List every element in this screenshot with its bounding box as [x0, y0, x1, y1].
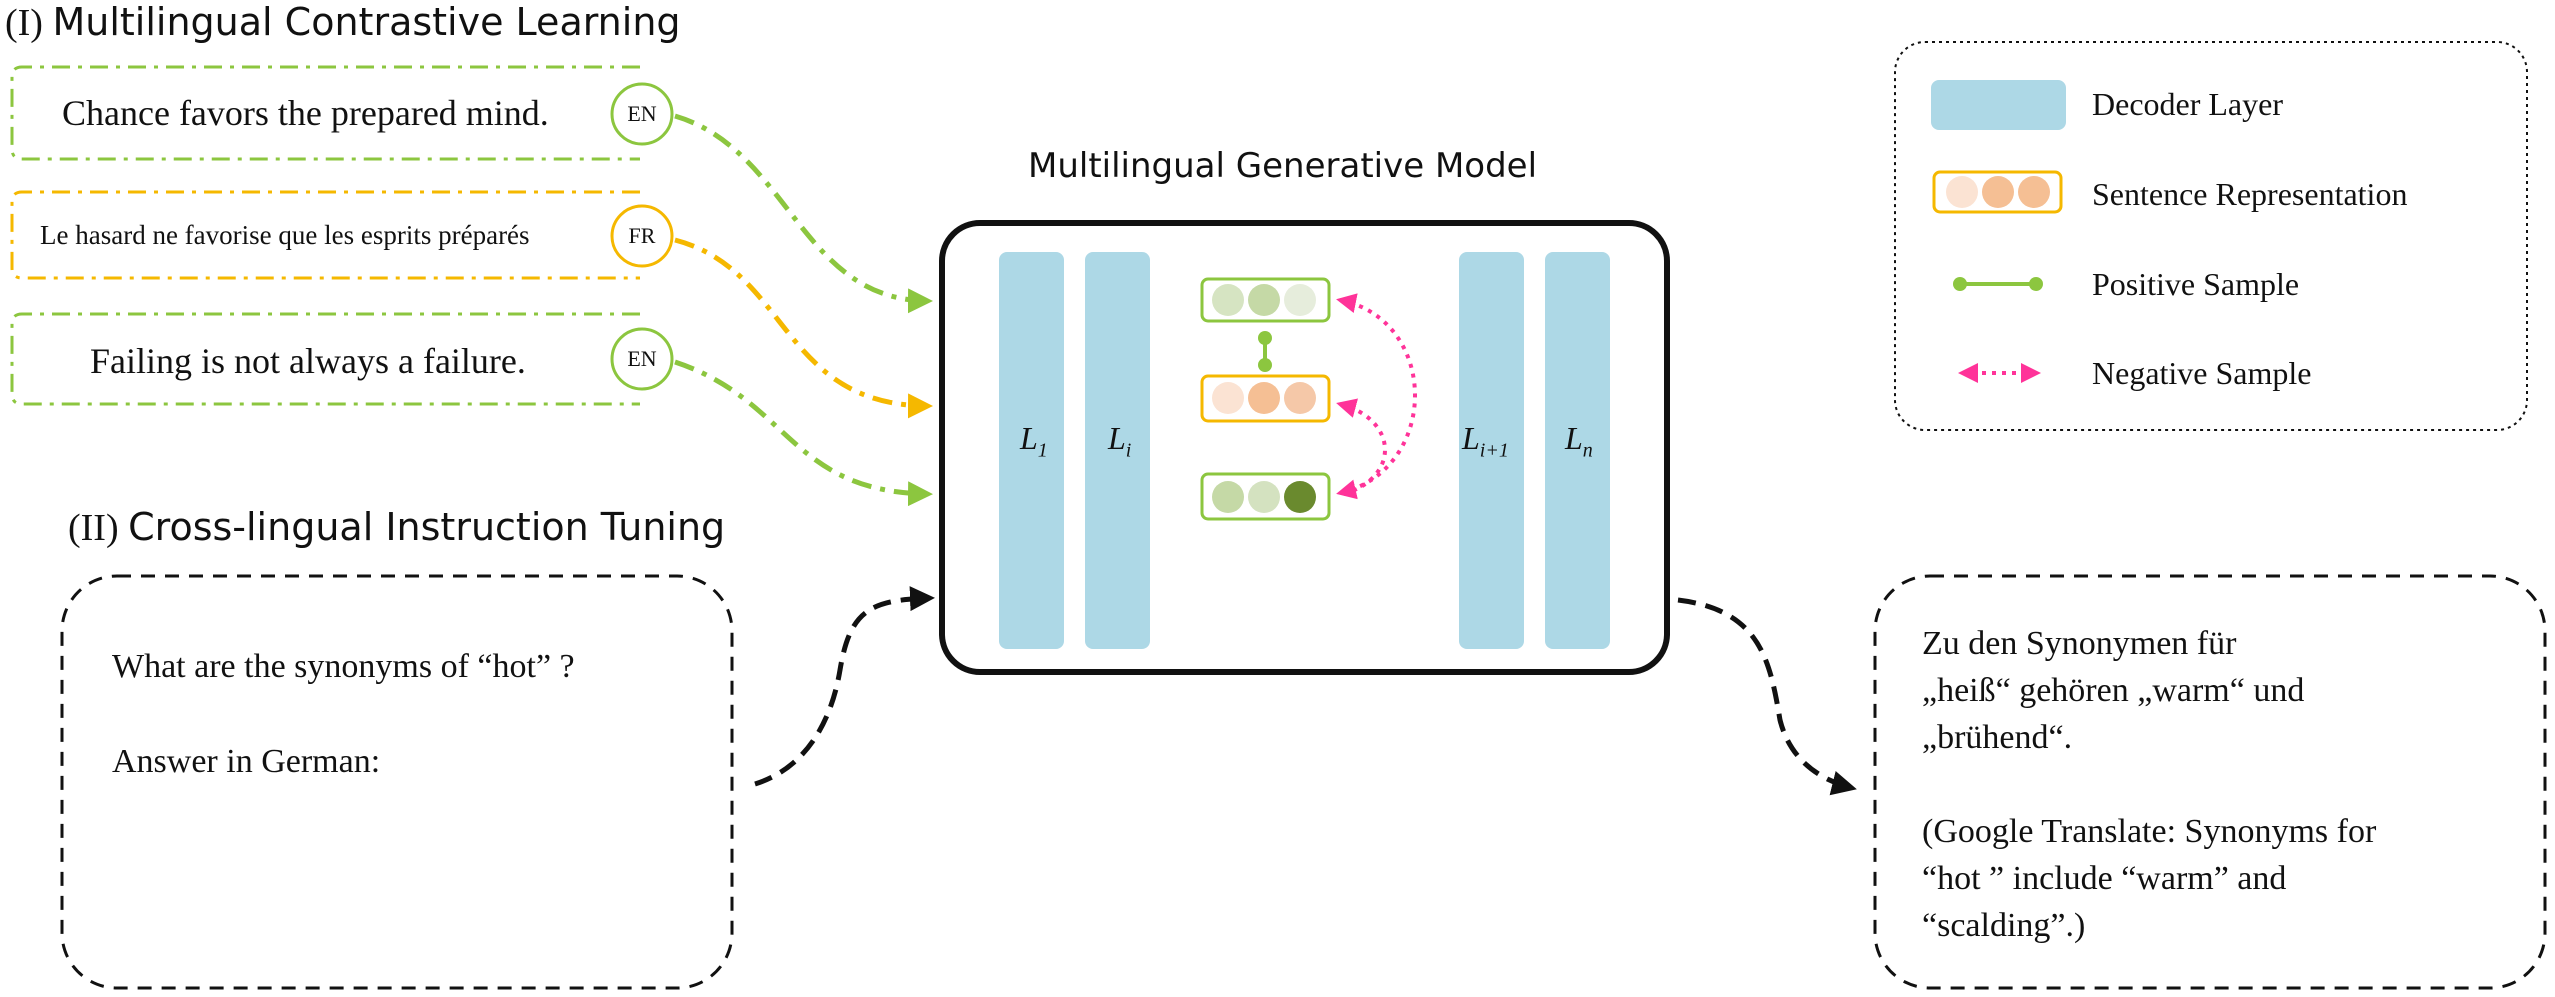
output-line-1: Zu den Synonymen für	[1922, 625, 2237, 662]
output-line-7: “scalding”.)	[1922, 907, 2086, 944]
output-text: Zu den Synonymen für „heiß“ gehören „war…	[1922, 620, 2376, 949]
instruction-line-2: Answer in German:	[112, 743, 381, 780]
layer-label-1: L1	[1020, 420, 1048, 462]
lang-badge-circle-2	[610, 204, 674, 268]
legend-box	[1894, 41, 2528, 431]
layer-label-i: Li	[1108, 420, 1131, 462]
legend-positive-label: Positive Sample	[2092, 266, 2300, 302]
decoder-layer-i	[1085, 252, 1150, 649]
arrow-instruction	[754, 586, 935, 787]
section-1-number: (I)	[5, 2, 43, 44]
decoder-layer-1	[999, 252, 1064, 649]
layer-label-i-plus-1: Li+1	[1462, 420, 1509, 462]
lang-badge-circle-3	[610, 327, 674, 391]
layer-label-i-plus-1-sub: i+1	[1479, 439, 1509, 462]
section-1-heading: (I) Multilingual Contrastive Learning	[5, 0, 681, 45]
layer-label-n-base: L	[1565, 420, 1583, 456]
legend-positive-swatch	[1953, 277, 2043, 291]
legend-rep-label: Sentence Representation	[2092, 176, 2408, 212]
layer-label-n: Ln	[1565, 420, 1593, 462]
output-line-4	[1922, 761, 2376, 808]
negative-arrow-outer	[1336, 293, 1417, 500]
rep-bottom	[1200, 472, 1331, 521]
positive-link	[1258, 331, 1272, 372]
lang-badge-3: EN	[627, 346, 657, 371]
output-line-3: „brühend“.	[1922, 719, 2073, 756]
decoder-layer-i-plus-1	[1459, 252, 1524, 649]
sentence-1-text: Chance favors the prepared mind.	[62, 93, 549, 133]
arrow-sentence-3	[674, 359, 933, 507]
layer-label-1-base: L	[1020, 420, 1038, 456]
layer-label-1-sub: 1	[1037, 439, 1048, 462]
sentence-box-3	[10, 312, 640, 406]
legend-rep-swatch	[1932, 170, 2063, 214]
output-line-2: „heiß“ gehören „warm“ und	[1922, 672, 2305, 709]
output-line-6: “hot ” include “warm” and	[1922, 860, 2287, 897]
instruction-line-1: What are the synonyms of “hot” ?	[112, 648, 575, 685]
sentence-box-1	[10, 65, 640, 161]
lang-badge-2: FR	[628, 223, 656, 248]
arrow-sentence-2	[674, 237, 933, 419]
layer-label-n-sub: n	[1582, 439, 1593, 462]
section-2-heading: (II) Cross-lingual Instruction Tuning	[68, 505, 725, 550]
rep-top	[1200, 277, 1331, 323]
legend-decoder-label: Decoder Layer	[2092, 86, 2283, 122]
layer-label-i-plus-1-base: L	[1462, 420, 1480, 456]
negative-arrow-inner	[1336, 398, 1387, 497]
output-line-5: (Google Translate: Synonyms for	[1922, 813, 2377, 850]
lang-badge-1: EN	[627, 101, 657, 126]
arrow-sentence-1	[674, 113, 933, 314]
layer-label-i-sub: i	[1125, 439, 1132, 462]
section-2-title: Cross-lingual Instruction Tuning	[128, 505, 726, 549]
instruction-box	[60, 574, 734, 990]
section-1-title: Multilingual Contrastive Learning	[52, 0, 681, 44]
model-title: Multilingual Generative Model	[1028, 146, 1538, 186]
legend-decoder-swatch	[1931, 80, 2066, 130]
sentence-box-2	[10, 190, 640, 280]
section-2-number: (II)	[68, 507, 119, 549]
sentence-3-text: Failing is not always a failure.	[90, 341, 526, 381]
output-box	[1873, 574, 2547, 990]
arrow-output	[1677, 597, 1857, 796]
lang-badge-circle-1	[610, 82, 674, 146]
legend-negative-label: Negative Sample	[2092, 355, 2312, 391]
decoder-layer-n	[1545, 252, 1610, 649]
layer-label-i-base: L	[1108, 420, 1126, 456]
sentence-2-text: Le hasard ne favorise que les esprits pr…	[40, 220, 530, 250]
rep-middle	[1200, 374, 1331, 423]
